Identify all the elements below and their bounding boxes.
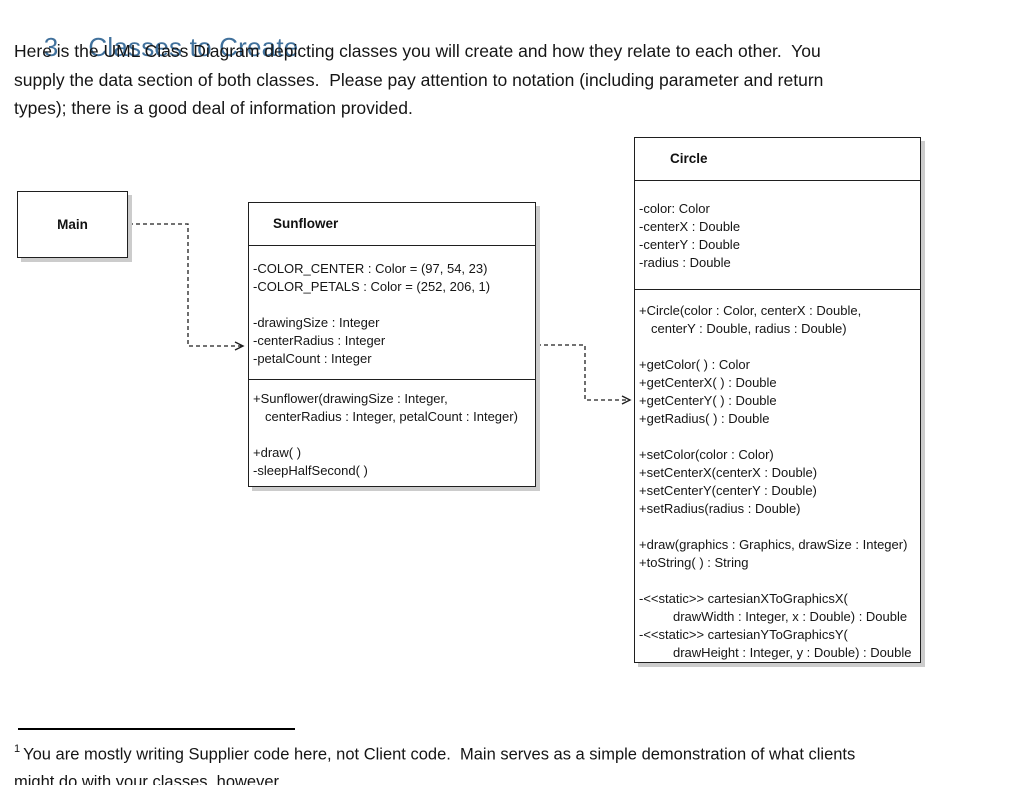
footnote-separator (18, 728, 295, 730)
uml-method-line: drawHeight : Integer, y : Double) : Doub… (673, 645, 912, 660)
uml-method-line: +getCenterY( ) : Double (639, 393, 777, 408)
uml-attribute-line: -centerX : Double (639, 219, 741, 234)
uml-attribute-line: -COLOR_PETALS : Color = (252, 206, 1) (253, 279, 491, 294)
sunflower-attributes-section: -COLOR_CENTER : Color = (97, 54, 23) -CO… (249, 245, 535, 379)
class-title-main: Main (57, 217, 88, 232)
circle-attributes-section: -color: Color -centerX : Double -centerY… (635, 180, 920, 289)
uml-method-line (639, 572, 920, 590)
uml-method-line: +getCenterX( ) : Double (639, 375, 777, 390)
uml-method-line (639, 428, 920, 446)
uml-method-line: drawWidth : Integer, x : Double) : Doubl… (673, 609, 908, 624)
uml-method-line (253, 426, 535, 444)
section-heading: 3 Classes to Create (14, 1, 299, 94)
uml-attribute-line: -centerY : Double (639, 237, 740, 252)
uml-class-box-sunflower: Sunflower -COLOR_CENTER : Color = (97, 5… (248, 202, 536, 487)
uml-attribute-line: -petalCount : Integer (253, 351, 372, 366)
uml-method-line: centerY : Double, radius : Double) (651, 321, 847, 336)
class-title-circle: Circle (670, 151, 708, 166)
uml-method-line: +setRadius(radius : Double) (639, 501, 801, 516)
uml-attribute-line: -color: Color (639, 201, 710, 216)
uml-method-line: +draw(graphics : Graphics, drawSize : In… (639, 537, 908, 552)
footnote-text: You are mostly writing Supplier code her… (23, 745, 856, 764)
uml-method-line: +getColor( ) : Color (639, 357, 750, 372)
heading-number: 3 (43, 32, 59, 62)
uml-attribute-line: -COLOR_CENTER : Color = (97, 54, 23) (253, 261, 488, 276)
intro-paragraph: Here is the UML Class Diagram depicting … (14, 37, 823, 123)
uml-method-line: -sleepHalfSecond( ) (253, 463, 368, 478)
uml-method-line: +setCenterX(centerX : Double) (639, 465, 818, 480)
uml-attribute-line: -radius : Double (639, 255, 731, 270)
footnote-line: might do with your classes, however. (14, 772, 283, 785)
uml-method-line: +Circle(color : Color, centerX : Double, (639, 303, 862, 318)
uml-method-line: -<<static>> cartesianYToGraphicsY( (639, 627, 848, 642)
uml-attribute-line: -drawingSize : Integer (253, 315, 380, 330)
uml-class-box-circle: Circle -color: Color -centerX : Double -… (634, 137, 921, 663)
uml-method-line: +toString( ) : String (639, 555, 749, 570)
intro-line: supply the data section of both classes.… (14, 69, 824, 90)
intro-line: Here is the UML Class Diagram depicting … (14, 41, 821, 61)
uml-method-line: +setColor(color : Color) (639, 447, 774, 462)
uml-method-line: +Sunflower(drawingSize : Integer, (253, 391, 448, 406)
uml-method-line: centerRadius : Integer, petalCount : Int… (265, 409, 518, 424)
sunflower-methods-section: +Sunflower(drawingSize : Integer, center… (249, 379, 535, 485)
uml-method-line: +draw( ) (253, 445, 302, 460)
uml-method-line: -<<static>> cartesianXToGraphicsX( (639, 591, 848, 606)
intro-line: types); there is a good deal of informat… (14, 98, 413, 118)
uml-attribute-line: -centerRadius : Integer (253, 333, 386, 348)
connector-sunflower-to-circle (537, 344, 632, 405)
uml-method-line (639, 338, 920, 356)
class-title-sunflower: Sunflower (273, 216, 339, 231)
uml-class-box-main: Main (17, 191, 128, 258)
circle-methods-section: +Circle(color : Color, centerX : Double,… (635, 289, 920, 661)
uml-method-line (639, 518, 920, 536)
footnote-marker: 1 (14, 743, 21, 755)
uml-method-line: +setCenterY(centerY : Double) (639, 483, 817, 498)
connector-main-to-sunflower (129, 223, 245, 351)
uml-method-line: +getRadius( ) : Double (639, 411, 770, 426)
uml-attribute-line (253, 296, 535, 314)
heading-title: Classes to Create (88, 32, 299, 62)
